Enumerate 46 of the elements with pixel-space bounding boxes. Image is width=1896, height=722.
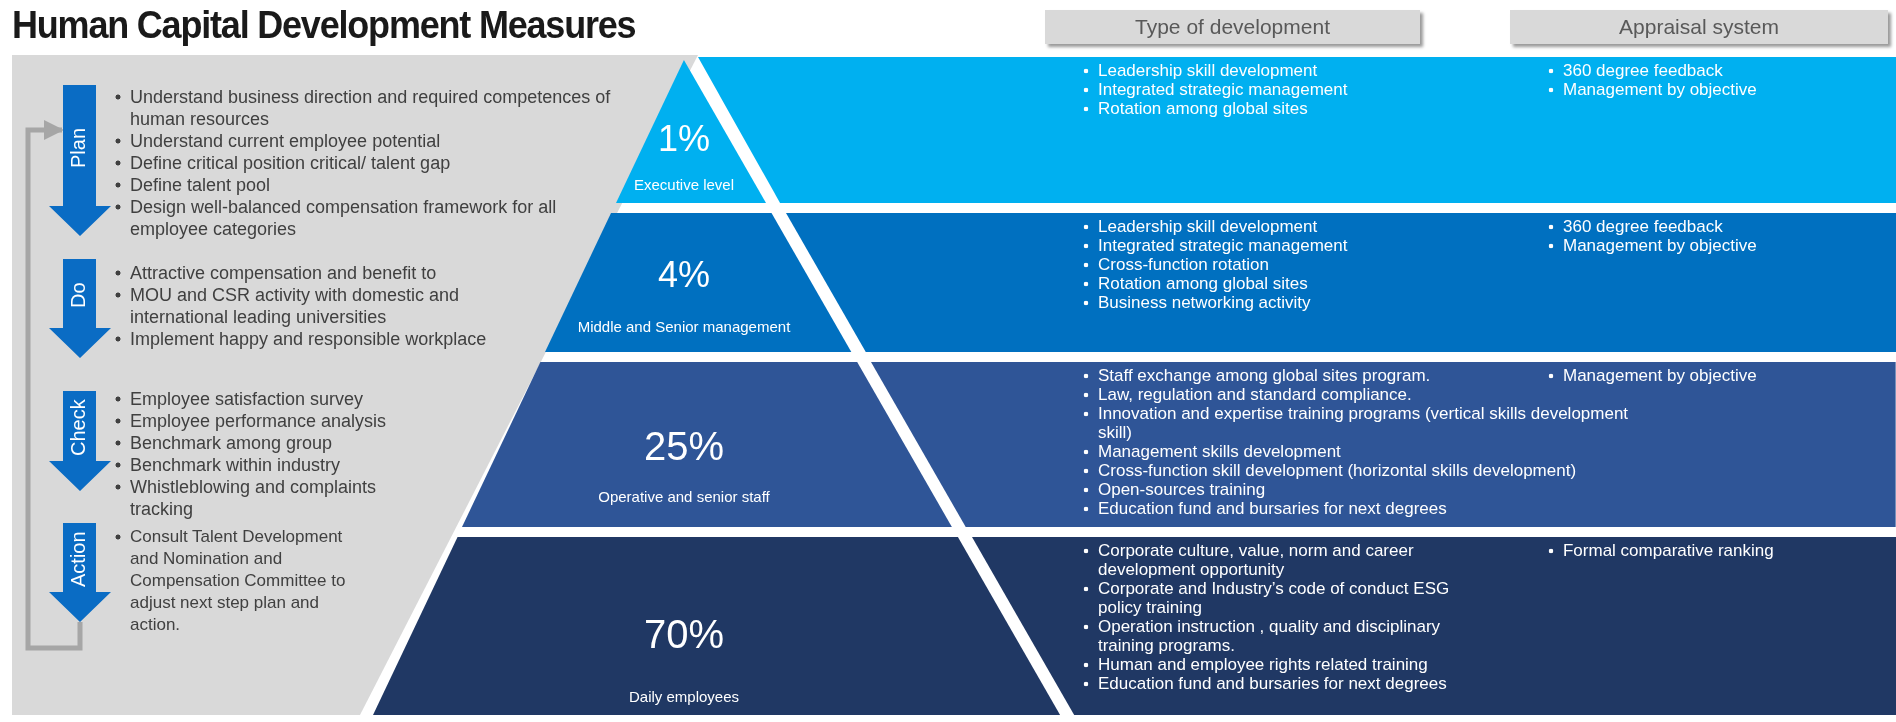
column-header: Appraisal system: [1510, 10, 1888, 44]
pyramid-level: [616, 60, 767, 203]
phase-block: [48, 391, 112, 491]
phase-block: [48, 85, 112, 236]
level-band: [971, 537, 1896, 715]
bullet-text: Law, regulation and standard compliance.: [1080, 385, 1412, 404]
phase-label: Do: [67, 281, 90, 311]
bullet-text: Leadership skill development: [1080, 61, 1318, 80]
bullet-text: Formal comparative ranking: [1545, 541, 1774, 560]
percentage: 25%: [642, 424, 725, 469]
bullet-text: Management by objective: [1545, 236, 1757, 255]
pyramid-level: [372, 537, 1060, 715]
level-label: Operative and senior staff: [597, 488, 771, 505]
bullet-text: Human and employee rights related training: [1080, 655, 1428, 674]
bullet-text: Integrated strategic management: [1080, 236, 1348, 255]
bullet-text: Business networking activity: [1080, 293, 1311, 312]
bullet-text: 360 degree feedback: [1545, 217, 1723, 236]
loop-arrow: [25, 120, 83, 651]
percentage: 4%: [657, 254, 711, 296]
pyramid-level: [545, 213, 852, 352]
bullet-text: Rotation among global sites: [1080, 274, 1308, 293]
phase-label: Action: [67, 531, 90, 588]
bullet-text: Integrated strategic management: [1080, 80, 1348, 99]
bullet-text: Education fund and bursaries for next degrees: [1080, 674, 1447, 693]
phase-label: Check: [67, 399, 90, 457]
title: Human Capital Development Measures: [12, 2, 636, 49]
bullet-text: Education fund and bursaries for next degrees: [1080, 499, 1447, 518]
percentage: 70%: [642, 612, 726, 657]
column-header: Type of development: [1045, 10, 1420, 44]
phase-label: Plan: [67, 126, 90, 170]
bullet-text: Management skills development: [1080, 442, 1341, 461]
bullet-text: Management by objective: [1545, 80, 1757, 99]
phase-block: [48, 523, 112, 622]
bullet-text: Management by objective: [1545, 366, 1757, 385]
pyramid-level: [462, 362, 953, 527]
bullet-text: Staff exchange among global sites program.: [1080, 366, 1431, 385]
bullet-text: Open-sources training: [1080, 480, 1266, 499]
bullet-text: Rotation among global sites: [1080, 99, 1308, 118]
level-label: Middle and Senior management: [576, 318, 792, 335]
bullet-text: Cross-function skill development (horizontal skills development): [1080, 461, 1577, 480]
level-label: Daily employees: [627, 688, 740, 705]
bullet-text: Leadership skill development: [1080, 217, 1318, 236]
percentage: 1%: [657, 118, 711, 160]
phase-block: [48, 259, 112, 358]
bullet-text: 360 degree feedback: [1545, 61, 1723, 80]
level-label: Executive level: [632, 176, 736, 193]
